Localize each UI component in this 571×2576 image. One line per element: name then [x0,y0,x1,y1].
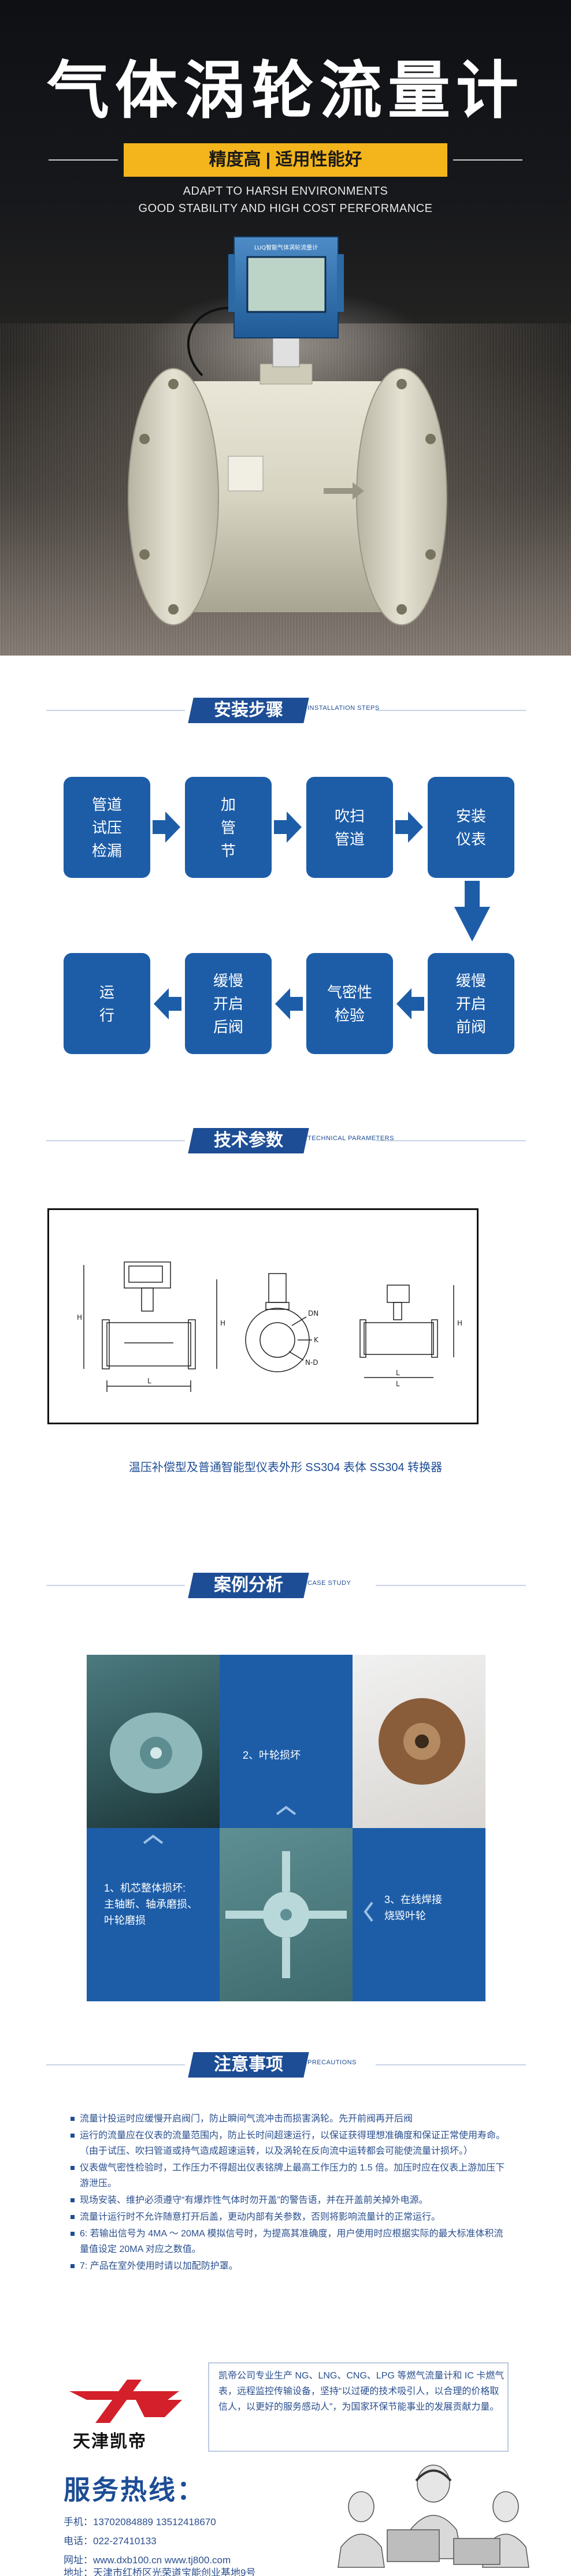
note-item: 6: 若输出信号为 4MA ～ 20MA 模拟信号时，为提高其准确度，用户使用时… [69,2226,509,2257]
arrow-left-icon [275,988,303,1019]
company-logo [69,2380,182,2423]
hotline-title: 服务热线： [64,2475,205,2505]
page-title: 气体涡轮流量计 [46,55,524,127]
header-divider [46,2064,185,2065]
dim-label-h2: H [220,1319,225,1327]
tech-section-header: 技术参数 TECHNICAL PARAMETERS [0,1123,571,1158]
contact-tel: 电话：022-27410133 [64,2536,157,2547]
impeller-icon [225,1851,347,1978]
dim-label-h3: H [457,1319,462,1327]
display-label: LUQ智能气体涡轮流量计 [254,244,318,251]
hero-english-line-1: ADAPT TO HARSH ENVIRONMENTS [183,185,388,198]
step-3: 吹扫 管道 [306,777,393,878]
notes-title: 注意事项 [188,2052,309,2078]
company-description: 凯帝公司专业生产 NG、LNG、CNG、LPG 等燃气流量计和 IC 卡燃气表，… [218,2371,505,2412]
step-8: 运 行 [64,953,150,1054]
burnt-impeller-icon [379,1698,465,1785]
turbine-meter-illustration: LUQ智能气体涡轮流量计 [128,236,447,626]
case-section-header: 案例分析 CASE STUDY [0,1568,571,1603]
arrow-down-icon [454,881,490,941]
step-7: 缓慢 开启 后阀 [185,953,272,1054]
dim-label-k: K [314,1336,319,1344]
step-arrows [153,811,490,1019]
case-title: 案例分析 [188,1573,309,1598]
step-4: 安装 仪表 [428,777,514,878]
case-label-cell-3: 3、在线焊接 烧毁叶轮 [353,1828,485,2001]
phone-link[interactable]: 13702084889 13512418670 [93,2517,216,2527]
case-subtitle: CASE STUDY [307,1580,351,1587]
header-divider [376,2064,526,2065]
dimension-drawing-frame: H L DN K N-D H L H L [47,1208,479,1424]
step-6: 气密性 检验 [306,953,393,1054]
step-2: 加 管 节 [185,777,272,878]
hero-badge: 精度高 | 适用性能好 [209,150,362,169]
damaged-turbine-icon [110,1713,202,1793]
tech-title: 技术参数 [188,1128,309,1153]
arrow-left-icon [154,988,181,1019]
arrow-right-icon [153,811,180,843]
contact-address: 地址：天津市红桥区光荣道宝能创业基地9号 [64,2567,256,2576]
case-label-cell-2: 2、叶轮损坏 [220,1655,353,1828]
case-photo-1 [87,1655,220,1828]
notes-section-header: 注意事项 PRECAUTIONS [0,2048,571,2082]
dim-label-l2: L [396,1369,400,1377]
call-center-illustration [338,2465,529,2568]
arrow-right-icon [395,811,423,843]
case-grid: 2、叶轮损坏 1、机芯整体损坏: 主轴断、轴承磨损、 叶轮磨损 3、 [87,1655,485,2001]
contact-web: 网址：www.dxb100.cn www.tj800.com [64,2555,231,2566]
case-label-3: 3、在线焊接 烧毁叶轮 [384,1894,443,1922]
notes-subtitle: PRECAUTIONS [307,2059,357,2066]
header-divider [46,1140,185,1141]
case-label-1: 1、机芯整体损坏: 主轴断、轴承磨损、 叶轮磨损 [104,1882,198,1926]
dim-label-h: H [77,1313,82,1321]
badge-bar [49,143,522,177]
hero-banner: LUQ智能气体涡轮流量计 气体涡轮流量计 精度高 | 适用性能好 ADAPT T… [0,0,571,656]
chevron-up-icon [276,1806,296,1815]
header-divider [46,1585,185,1586]
note-item: 运行的流量应在仪表的流量范围内，防止长时间超速运行，以保证获得理想准确度和保证正… [69,2128,509,2159]
header-divider [376,1585,526,1586]
case-label-2: 2、叶轮损坏 [243,1749,301,1761]
headset-icon [415,2469,452,2482]
dim-label-l: L [147,1377,151,1385]
arrow-left-icon [396,988,424,1019]
install-title: 安装步骤 [188,698,309,723]
note-item: 流量计投运时应缓慢开启阀门，防止瞬间气流冲击而损害涡轮。先开前阀再开后阀 [69,2111,509,2127]
note-item: 7: 产品在室外使用时请以加配防护罩。 [69,2258,509,2274]
chevron-up-icon [143,1834,164,1844]
install-subtitle: INSTALLATION STEPS [307,705,380,712]
case-photo-2 [220,1828,353,2001]
note-item: 仪表做气密性检验时，工作压力不得超出仪表铭牌上最高工作压力的 1.5 倍。加压时… [69,2160,509,2191]
chevron-left-icon [364,1901,373,1922]
dim-label-nd: N-D [305,1358,318,1367]
hero-english-line-2: GOOD STABILITY AND HIGH COST PERFORMANCE [138,202,433,215]
install-section-header: 安装步骤 INSTALLATION STEPS [0,693,571,728]
note-item: 现场安装、维护必须遵守“有爆炸性气体时勿开盖”的警告语，并在开盖前关掉外电源。 [69,2192,509,2208]
contact-phone: 手机：13702084889 13512418670 [64,2517,216,2527]
dim-label-l3: L [396,1380,400,1388]
tech-caption: 温压补偿型及普通智能型仪表外形 SS304 表体 SS304 转换器 [128,1461,443,1474]
header-divider [46,710,185,711]
step-5: 缓慢 开启 前阀 [428,953,514,1054]
company-name: 天津凯帝 [73,2432,147,2451]
note-item: 流量计运行时不允许随意打开后盖，更动内部有关参数，否则将影响流量计的正常运行。 [69,2209,509,2225]
arrow-right-icon [274,811,302,843]
header-divider [376,1140,526,1141]
dimension-drawing: H L DN K N-D H L H L [77,1261,462,1392]
step-1: 管道 试压 检漏 [64,777,150,878]
web-link[interactable]: www.dxb100.cn www.tj800.com [93,2555,231,2566]
header-divider [376,710,526,711]
notes-list: 流量计投运时应缓慢开启阀门，防止瞬间气流冲击而损害涡轮。先开前阀再开后阀 运行的… [69,2111,509,2275]
tech-subtitle: TECHNICAL PARAMETERS [307,1135,394,1142]
company-box [208,2362,509,2452]
dim-label-dn: DN [308,1309,318,1317]
case-photo-3 [353,1655,485,1828]
case-label-cell-1: 1、机芯整体损坏: 主轴断、轴承磨损、 叶轮磨损 [87,1828,220,2001]
tel-link[interactable]: 022-27410133 [93,2536,157,2547]
